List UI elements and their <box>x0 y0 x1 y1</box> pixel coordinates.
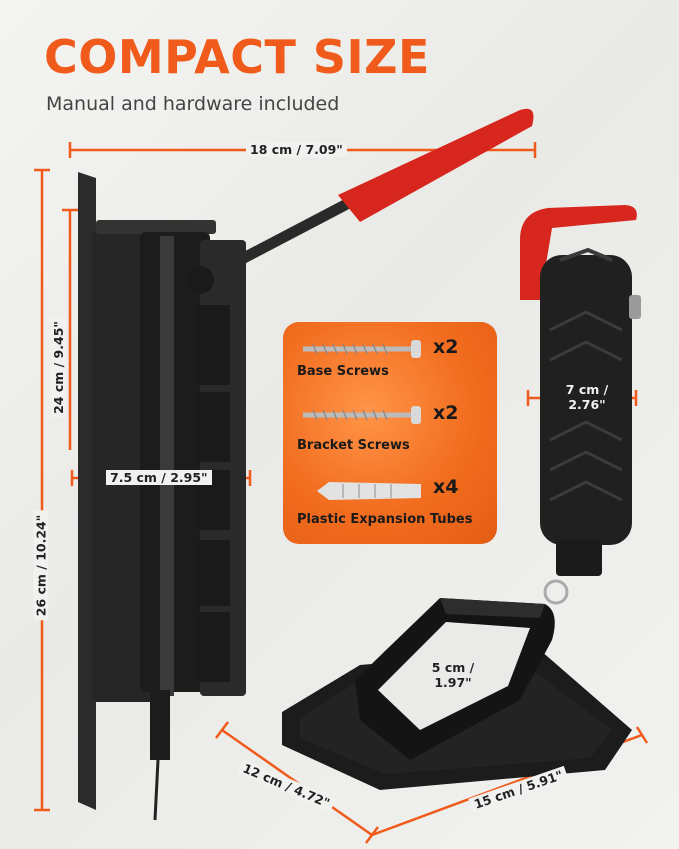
screw-icon <box>303 406 421 424</box>
expansion-tubes-qty: x4 <box>433 476 459 498</box>
side-width-line2: 2.76" <box>568 397 606 412</box>
width-top-label: 18 cm / 7.09" <box>246 142 347 157</box>
anchor-icon <box>317 482 421 500</box>
base-screws-qty: x2 <box>433 336 459 358</box>
expansion-tubes-label: Plastic Expansion Tubes <box>297 512 473 527</box>
handle-height-line2: 1.97" <box>434 675 472 690</box>
handle-height-label: 5 cm / 1.97" <box>422 660 484 690</box>
handle-height-line1: 5 cm / <box>431 660 475 675</box>
height-upper-label: 24 cm / 9.45" <box>50 317 66 418</box>
main-rack-image <box>78 108 534 821</box>
side-width-label: 7 cm / 2.76" <box>552 382 622 412</box>
page-subtitle: Manual and hardware included <box>46 93 340 115</box>
bracket-screws-qty: x2 <box>433 402 459 424</box>
screw-icon <box>303 340 421 358</box>
bracket-screws-label: Bracket Screws <box>297 438 410 453</box>
side-view-image <box>520 205 641 605</box>
page-title: COMPACT SIZE <box>44 30 430 84</box>
hardware-panel: x2 Base Screws x2 Bracket Screws x4 Plas… <box>283 322 497 544</box>
bracket-width-label: 7.5 cm / 2.95" <box>106 470 212 485</box>
side-width-line1: 7 cm / <box>565 382 609 397</box>
height-total-label: 26 cm / 10.24" <box>33 510 49 621</box>
base-screws-label: Base Screws <box>297 364 389 379</box>
base-image <box>282 598 632 790</box>
